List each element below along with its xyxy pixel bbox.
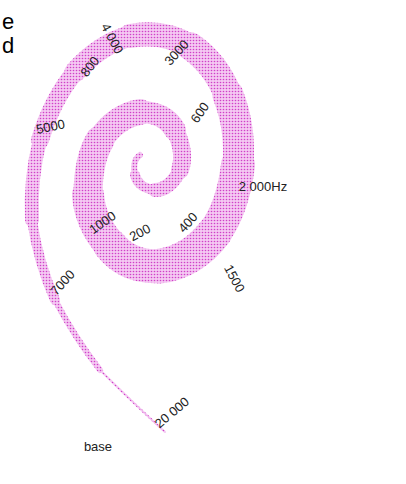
frequency-label: base [84,440,112,453]
frequency-label: 7000 [47,267,76,297]
heading-fragment: d [2,35,14,57]
frequency-label: 2 000Hz [239,180,287,193]
frequency-label: 1500 [221,262,246,294]
frequency-label: 600 [188,99,211,124]
frequency-label: 200 [127,221,152,243]
heading-fragment: e [2,11,14,33]
frequency-label: 20 000 [153,394,192,430]
